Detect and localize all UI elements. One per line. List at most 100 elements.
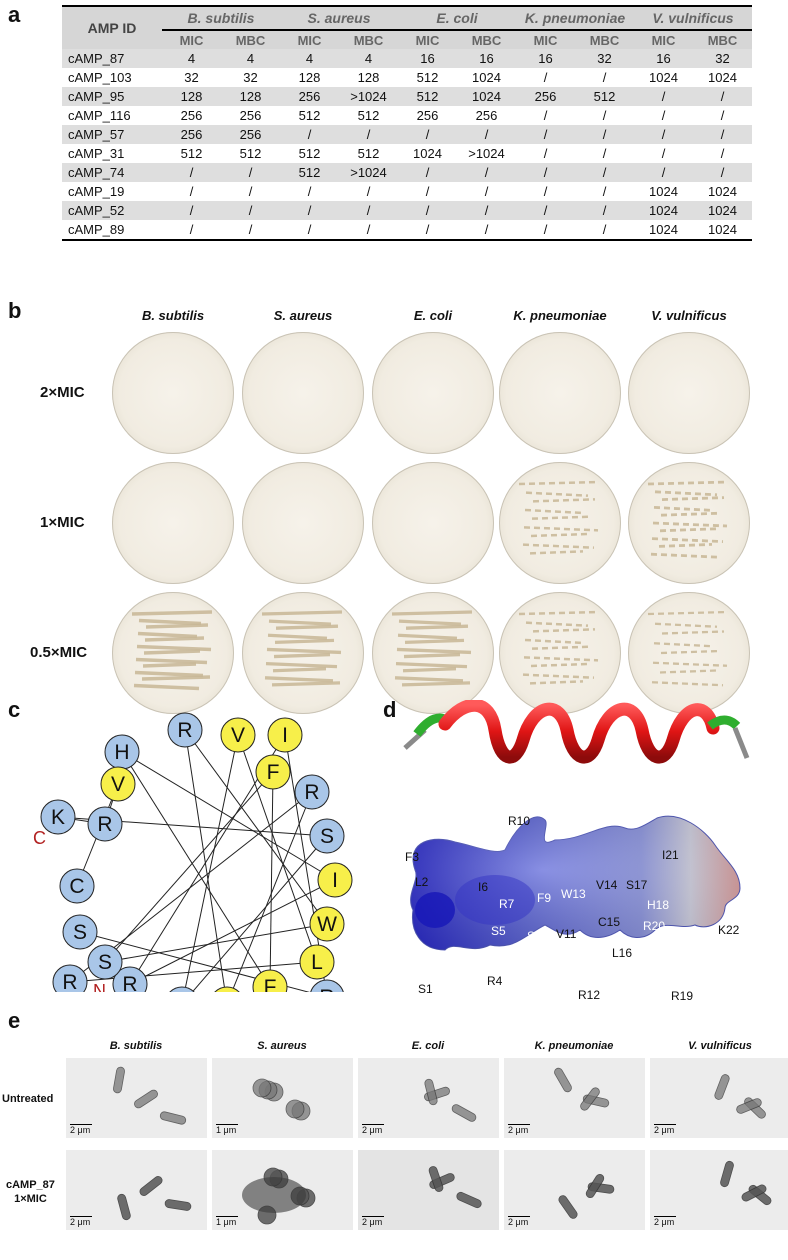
residue-label: C15: [598, 915, 621, 929]
residue-letter: R: [62, 971, 77, 992]
dose-label: 1×MIC: [40, 514, 85, 531]
residue-node: L: [299, 944, 335, 980]
amp-id-cell: cAMP_19: [68, 184, 125, 199]
scale-label: 2 μm: [362, 1217, 383, 1227]
value-cell: 512: [180, 146, 203, 161]
residue-letter: C: [69, 875, 84, 898]
wheel-connector: [269, 771, 274, 988]
residue-letter: V: [111, 773, 125, 796]
scale-bar: [508, 1124, 530, 1125]
colony-streaks: [131, 610, 213, 691]
agar-plate: [628, 332, 750, 454]
scale-label: 2 μm: [362, 1125, 383, 1135]
value-cell: /: [280, 125, 339, 144]
residue-node: V: [100, 766, 136, 802]
residue-letter: S: [73, 921, 87, 944]
agar-plate: [242, 332, 364, 454]
agar-plate: [112, 332, 234, 454]
value-cell: /: [366, 184, 371, 199]
scale-bar: [362, 1124, 384, 1125]
residue-label: R19: [671, 989, 694, 1003]
agar-plate: [372, 462, 494, 584]
amp-id-cell: cAMP_57: [62, 125, 162, 144]
agar-plate: [372, 332, 494, 454]
value-cell: /: [516, 125, 575, 144]
value-cell: /: [221, 201, 280, 220]
residue-label: I21: [662, 848, 679, 862]
value-cell: 128: [298, 70, 321, 85]
value-cell: 16: [457, 49, 516, 68]
residue-label: S5: [491, 924, 506, 938]
cell-shapes: [117, 1176, 192, 1221]
value-cell: /: [398, 201, 457, 220]
residue-node: R: [52, 964, 88, 992]
table-row: cAMP_74//512>1024//////: [62, 163, 752, 182]
electrostatic-surface: [410, 815, 741, 951]
colony-streaks: [518, 480, 600, 555]
value-cell: /: [457, 163, 516, 182]
residue-label: R7: [499, 897, 515, 911]
value-cell: 512: [575, 87, 634, 106]
scale-bar: [654, 1124, 676, 1125]
mic-header: MIC: [398, 30, 457, 49]
value-cell: /: [575, 201, 634, 220]
tem-micrograph: 2 μm: [358, 1058, 499, 1138]
scale-label: 1 μm: [216, 1217, 237, 1227]
residue-letter: R: [304, 781, 319, 804]
value-cell: /: [307, 184, 312, 199]
value-cell: 4: [280, 49, 339, 68]
residue-node: R: [169, 986, 195, 992]
value-cell: /: [339, 201, 398, 220]
residue-label: F9: [537, 891, 552, 905]
residue-node: R: [87, 806, 123, 842]
residue-label: R4: [487, 974, 503, 988]
species-header: V. vulnificus: [634, 6, 752, 31]
agar-plate: [242, 462, 364, 584]
residue-label: F3: [405, 850, 420, 864]
tem-micrograph: 1 μm: [212, 1058, 353, 1138]
value-cell: 256: [280, 87, 339, 106]
colony-streaks: [647, 610, 729, 687]
agar-plate: [499, 592, 621, 714]
residue-letter: S: [320, 825, 334, 848]
value-cell: 256: [475, 108, 498, 123]
residue-label: S17: [626, 878, 648, 892]
colony-streaks: [391, 610, 473, 687]
value-cell: /: [425, 184, 430, 199]
mic-header: MIC: [162, 30, 221, 49]
residue-letter: K: [51, 806, 65, 829]
wheel-connector: [191, 835, 328, 992]
value-cell: 512: [298, 108, 321, 123]
value-cell: 256: [516, 87, 575, 106]
scale-label: 2 μm: [70, 1217, 91, 1227]
tem-micrograph: 2 μm: [358, 1150, 499, 1230]
value-cell: /: [457, 201, 516, 220]
mbc-header: MBC: [693, 30, 752, 49]
value-cell: 512: [357, 146, 380, 161]
residue-letter: I: [332, 869, 338, 892]
residue-node: F: [255, 754, 291, 790]
value-cell: /: [398, 163, 457, 182]
value-cell: /: [693, 87, 752, 106]
value-cell: /: [575, 220, 634, 241]
cell-shapes: [242, 1167, 316, 1225]
agar-plate: [372, 592, 494, 714]
value-cell: /: [221, 163, 280, 182]
residue-node: S: [309, 818, 345, 854]
wheel-connector: [104, 771, 274, 963]
cell-shapes: [714, 1074, 766, 1119]
amp-id-cell: cAMP_31: [68, 146, 125, 161]
value-cell: 32: [575, 49, 634, 68]
residue-label: R10: [508, 814, 531, 828]
scale-bar: [216, 1216, 238, 1217]
species-header: S. aureus: [280, 6, 398, 31]
value-cell: 1024: [693, 201, 752, 220]
agar-plate: [499, 462, 621, 584]
value-cell: 16: [398, 49, 457, 68]
residue-letter: F: [264, 976, 277, 992]
value-cell: 512: [239, 146, 262, 161]
value-cell: 1024: [634, 201, 693, 220]
